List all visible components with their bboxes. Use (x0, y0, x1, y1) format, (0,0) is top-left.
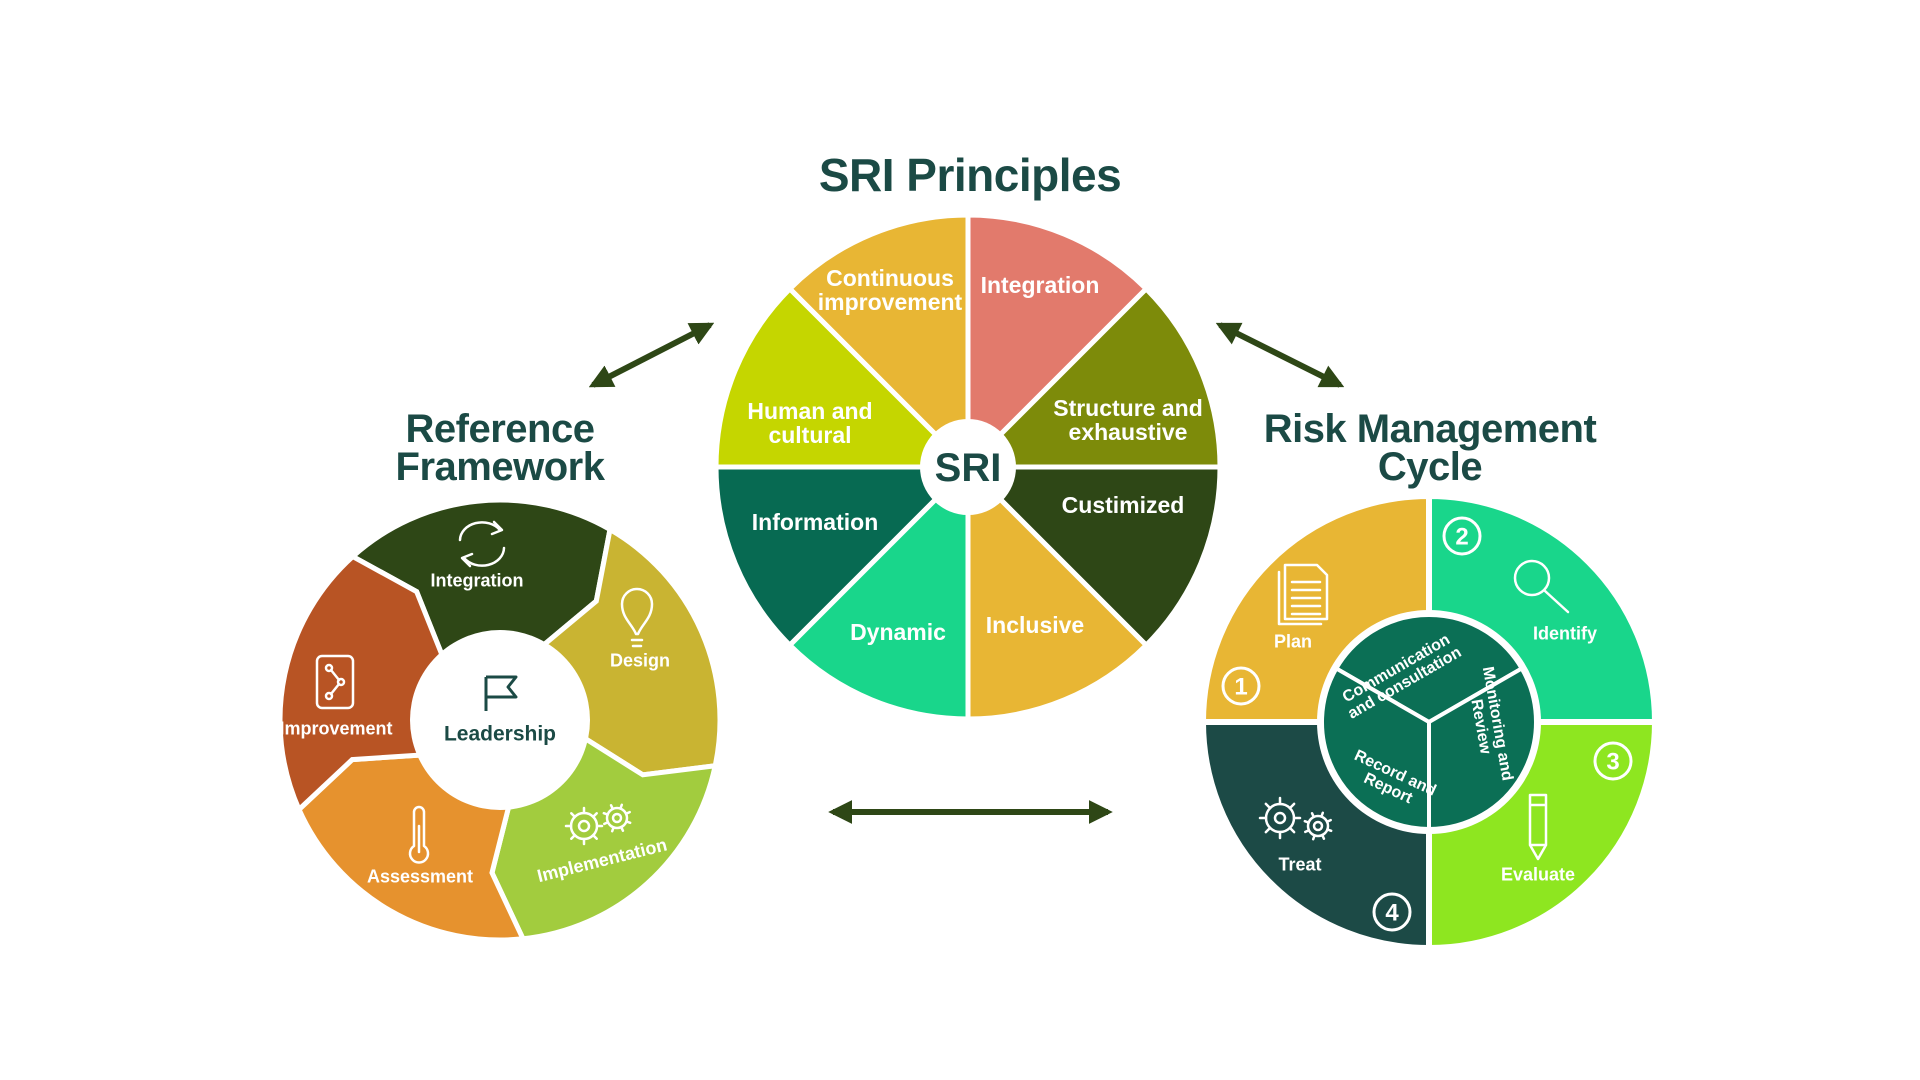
risk-quadrant-label-line: Treat (1278, 854, 1321, 874)
reference-framework-wheel: IntegrationDesignImplementationAssessmen… (277, 497, 723, 943)
reference-label-line: Improvement (279, 718, 392, 738)
risk-title-line2: Cycle (1377, 445, 1483, 489)
risk-number: 3 (1606, 748, 1619, 775)
reference-label-line: Integration (431, 570, 524, 590)
risk-number-line: 1 (1234, 673, 1247, 700)
risk-number-circle (1442, 516, 1482, 556)
reference-label-line: Design (610, 650, 670, 670)
principle-label-line: cultural (768, 422, 851, 448)
risk-quadrant-label: Identify (1533, 623, 1597, 643)
principle-segment (786, 212, 971, 474)
reference-title-line2: Framework (395, 445, 605, 489)
principles-center-label-line: SRI (935, 446, 1002, 490)
principle-label-line: improvement (818, 289, 963, 315)
lightbulb-icon (620, 587, 654, 648)
risk-quadrant-label-line: Plan (1274, 631, 1312, 651)
reference-label-line: Assessment (367, 866, 473, 886)
risk-inner-segment (1320, 665, 1431, 832)
thermometer-icon (408, 805, 430, 864)
refresh-icon (458, 520, 506, 568)
principle-label: Inclusive (986, 612, 1084, 638)
principle-segment (713, 464, 975, 649)
reference-label: Design (610, 650, 670, 670)
risk-number-line: 4 (1385, 899, 1399, 926)
reference-label: Improvement (279, 718, 392, 738)
risk-number: 4 (1385, 899, 1399, 926)
gears-icon (564, 803, 632, 846)
principle-label-line: Custimized (1062, 492, 1185, 518)
principle-label: Information (752, 509, 879, 535)
sri-principles-title: SRI Principles (818, 149, 1122, 201)
principle-label-line: Continuous (826, 265, 954, 291)
principle-segment (965, 460, 1150, 722)
risk-quadrant-label: Plan (1274, 631, 1312, 651)
principle-label-line: Human and (747, 398, 872, 424)
connector-arrows (588, 322, 1345, 824)
reference-framework-title: Reference Framework (340, 407, 660, 489)
share-icon (315, 654, 355, 710)
principle-label-line: Dynamic (850, 619, 946, 645)
risk-number: 2 (1455, 523, 1468, 550)
risk-quadrant-label: Evaluate (1501, 864, 1575, 884)
reference-center-circle (410, 630, 590, 810)
risk-number-line: 2 (1455, 523, 1468, 550)
risk-number-circle (1372, 892, 1412, 932)
principle-label: Dynamic (850, 619, 946, 645)
reference-center-label-line: Leadership (444, 722, 556, 745)
arrow-principles-risk (1215, 322, 1345, 388)
risk-quadrant-label-line: Identify (1533, 623, 1597, 643)
principle-segment (965, 212, 1150, 474)
risk-inner-segment (1427, 665, 1538, 832)
risk-management-title: Risk Management Cycle (1230, 407, 1630, 489)
reference-label: Assessment (367, 866, 473, 886)
risk-number-circle (1593, 741, 1633, 781)
principle-label-line: Inclusive (986, 612, 1084, 638)
risk-number-line: 3 (1606, 748, 1619, 775)
principle-label-line: exhaustive (1069, 419, 1188, 445)
principle-label-line: Information (752, 509, 879, 535)
principle-segment (961, 464, 1223, 649)
risk-quadrant-label: Treat (1278, 854, 1321, 874)
risk-quadrant-label-line: Evaluate (1501, 864, 1575, 884)
flag-icon (484, 675, 518, 711)
risk-number-circle (1221, 666, 1261, 706)
gears-icon (1258, 796, 1333, 841)
principles-center-label: SRI (935, 446, 1002, 490)
pencil-icon (1528, 793, 1548, 861)
principle-label-line: Structure and (1053, 395, 1203, 421)
reference-center-label: Leadership (444, 722, 556, 745)
reference-title-line1: Reference (405, 407, 595, 451)
principles-center-circle (920, 419, 1016, 515)
principle-segment (713, 285, 975, 470)
principle-label: Custimized (1062, 492, 1185, 518)
magnifier-icon (1513, 559, 1570, 614)
principle-label-line: Integration (981, 272, 1100, 298)
reference-label: Integration (431, 570, 524, 590)
principle-segment (786, 460, 971, 722)
principle-segment (961, 285, 1223, 470)
arrow-principles-reference (588, 322, 715, 388)
risk-number: 1 (1234, 673, 1247, 700)
risk-inner-segment (1333, 613, 1525, 725)
principle-label: Integration (981, 272, 1100, 298)
risk-title-line1: Risk Management (1263, 407, 1597, 451)
document-icon (1277, 563, 1329, 626)
